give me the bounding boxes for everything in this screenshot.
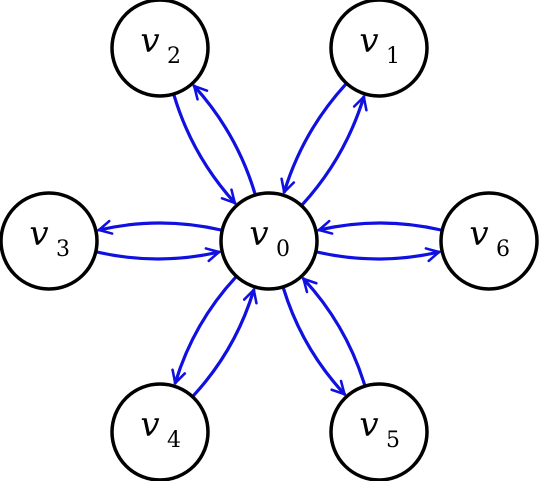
node-v3-circle bbox=[0, 191, 99, 291]
edge-v0-to-v1 bbox=[300, 95, 368, 207]
node-v5-subscript: 5 bbox=[386, 428, 400, 453]
edge-v1-to-v0 bbox=[280, 82, 348, 194]
node-v1-label: v bbox=[359, 21, 378, 61]
node-v6-circle bbox=[439, 191, 539, 291]
edge-v4-to-v0 bbox=[191, 288, 258, 398]
edge-v0-to-v5 bbox=[281, 286, 347, 396]
node-v6-label: v bbox=[469, 214, 488, 254]
node-v2-circle bbox=[110, 0, 210, 98]
node-v3-label: v bbox=[29, 214, 48, 254]
node-v2-subscript: 2 bbox=[167, 44, 181, 69]
edge-v2-to-v0 bbox=[172, 93, 237, 205]
node-v2-label: v bbox=[140, 21, 159, 61]
edge-v0-to-v3 bbox=[97, 219, 223, 235]
node-v0-circle bbox=[219, 191, 319, 291]
edge-v0-to-v6 bbox=[315, 247, 441, 263]
node-v1-subscript: 1 bbox=[386, 44, 400, 69]
node-v5-label: v bbox=[359, 405, 378, 445]
node-v6-subscript: 6 bbox=[496, 237, 510, 262]
node-v4-circle bbox=[110, 382, 210, 481]
node-v4-subscript: 4 bbox=[167, 428, 181, 453]
node-v1-circle bbox=[329, 0, 429, 98]
edges bbox=[95, 82, 443, 398]
node-v0-subscript: 0 bbox=[276, 237, 290, 262]
edge-v5-to-v0 bbox=[301, 277, 367, 387]
edge-v3-to-v0 bbox=[95, 247, 221, 263]
edge-v6-to-v0 bbox=[317, 219, 443, 235]
node-v3-subscript: 3 bbox=[56, 237, 70, 262]
edge-v0-to-v4 bbox=[171, 275, 238, 385]
node-v5-circle bbox=[329, 382, 429, 481]
node-v4-label: v bbox=[140, 405, 159, 445]
node-v0-label: v bbox=[249, 214, 268, 254]
edge-v0-to-v2 bbox=[192, 84, 257, 196]
